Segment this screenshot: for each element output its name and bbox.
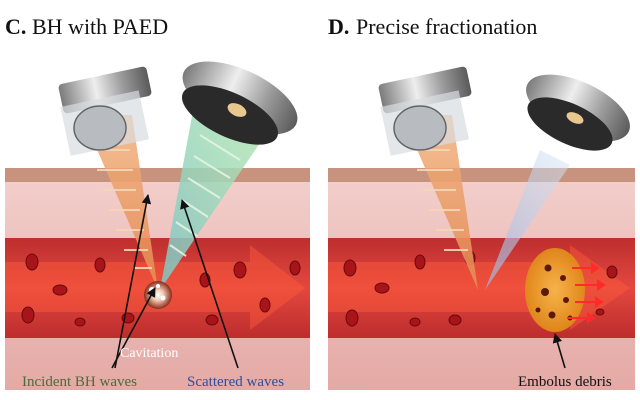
panel-d-letter: D.	[328, 14, 349, 39]
skin-layer	[328, 168, 635, 182]
scattered-beam	[485, 150, 570, 290]
cavitation-cluster	[144, 281, 172, 309]
incident-transducer	[378, 66, 472, 156]
red-blood-cells	[21, 253, 301, 327]
panel-d: D. Precise fractionation Embolus debris	[328, 14, 635, 390]
embolus	[525, 248, 606, 332]
receiver-transducer	[181, 61, 298, 145]
annotation-arrows	[552, 333, 566, 369]
debris-label: Embolus debris	[518, 374, 612, 390]
incident-transducer	[58, 66, 152, 156]
receiver-transducer	[526, 74, 630, 151]
annotation-arrows	[111, 194, 239, 369]
scattered-beam	[160, 100, 262, 290]
panel-c-title: BH with PAED	[32, 14, 168, 39]
cavitation-label: Cavitation	[120, 346, 178, 361]
skin-layer	[5, 168, 310, 182]
debris-arrows	[568, 262, 606, 324]
debris-particles	[535, 264, 573, 321]
incident-beam	[402, 115, 478, 290]
incident-label: Incident BH waves	[22, 374, 137, 390]
panel-c: C. BH with PAED Cavitation Incident BH w…	[5, 14, 310, 390]
panel-d-title: Precise fractionation	[356, 14, 537, 39]
scattered-label: Scattered waves	[187, 374, 284, 390]
panel-c-letter: C.	[5, 14, 26, 39]
